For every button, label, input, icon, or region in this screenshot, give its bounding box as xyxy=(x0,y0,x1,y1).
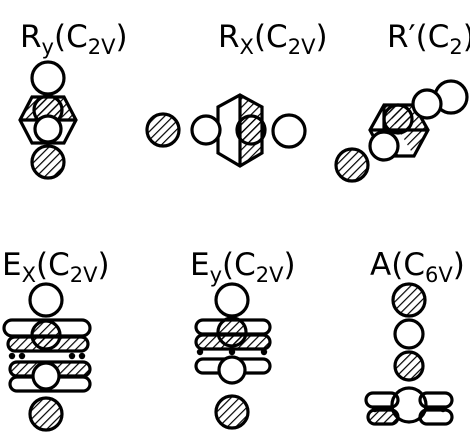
panel-a xyxy=(364,282,454,426)
label-ry-c2v: Ry(C2V) xyxy=(20,19,128,59)
open-circle-top xyxy=(214,282,250,318)
dot xyxy=(8,352,16,360)
panel-ry xyxy=(18,60,78,180)
dot xyxy=(260,348,268,356)
open-circle-center xyxy=(190,114,222,146)
open-circle-center xyxy=(31,361,61,391)
open-circle-center xyxy=(217,355,247,385)
open-circle-upper xyxy=(393,318,425,350)
open-lobe-left-top xyxy=(364,391,400,409)
label-ey-c2v: Ey(C2V) xyxy=(190,247,296,287)
hatched-circle-bottom xyxy=(28,396,64,432)
open-circle-center xyxy=(33,114,63,144)
dot xyxy=(78,352,86,360)
dot xyxy=(228,348,236,356)
hatched-circle-center xyxy=(216,316,248,348)
panel-rprime xyxy=(334,79,469,183)
label-rx-c2v: RX(C2V) xyxy=(218,19,328,59)
hatched-circle-middle xyxy=(393,350,425,382)
open-lobe-right-top xyxy=(418,391,454,409)
hatched-circle-left xyxy=(145,112,181,148)
dot xyxy=(68,352,76,360)
panel-ey xyxy=(194,282,272,430)
panel-rx xyxy=(145,93,307,168)
open-circle-top xyxy=(28,282,64,318)
hatched-circle-bottom xyxy=(214,394,250,430)
open-circle-right xyxy=(271,113,307,149)
open-circle-top xyxy=(30,60,66,96)
dot xyxy=(18,352,26,360)
label-a-c6v: A(C6V) xyxy=(370,247,465,287)
dot xyxy=(196,348,204,356)
open-circle-center xyxy=(368,130,400,162)
hatched-circle-center xyxy=(30,319,62,351)
open-circle-ring-edge xyxy=(411,88,443,120)
panel-ex xyxy=(2,282,92,432)
hatched-circle-center xyxy=(235,114,267,146)
hatched-circle-lower-left xyxy=(334,147,370,183)
hatched-circle-center xyxy=(382,103,414,135)
label-rprime-c2: R′(C2) xyxy=(387,19,470,59)
label-ex-c2v: EX(C2V) xyxy=(2,247,110,287)
open-circle-ring xyxy=(390,386,428,424)
hatched-circle-bottom xyxy=(30,144,66,180)
hatched-circle-top xyxy=(391,282,427,318)
dot xyxy=(371,405,379,413)
dot xyxy=(439,405,447,413)
